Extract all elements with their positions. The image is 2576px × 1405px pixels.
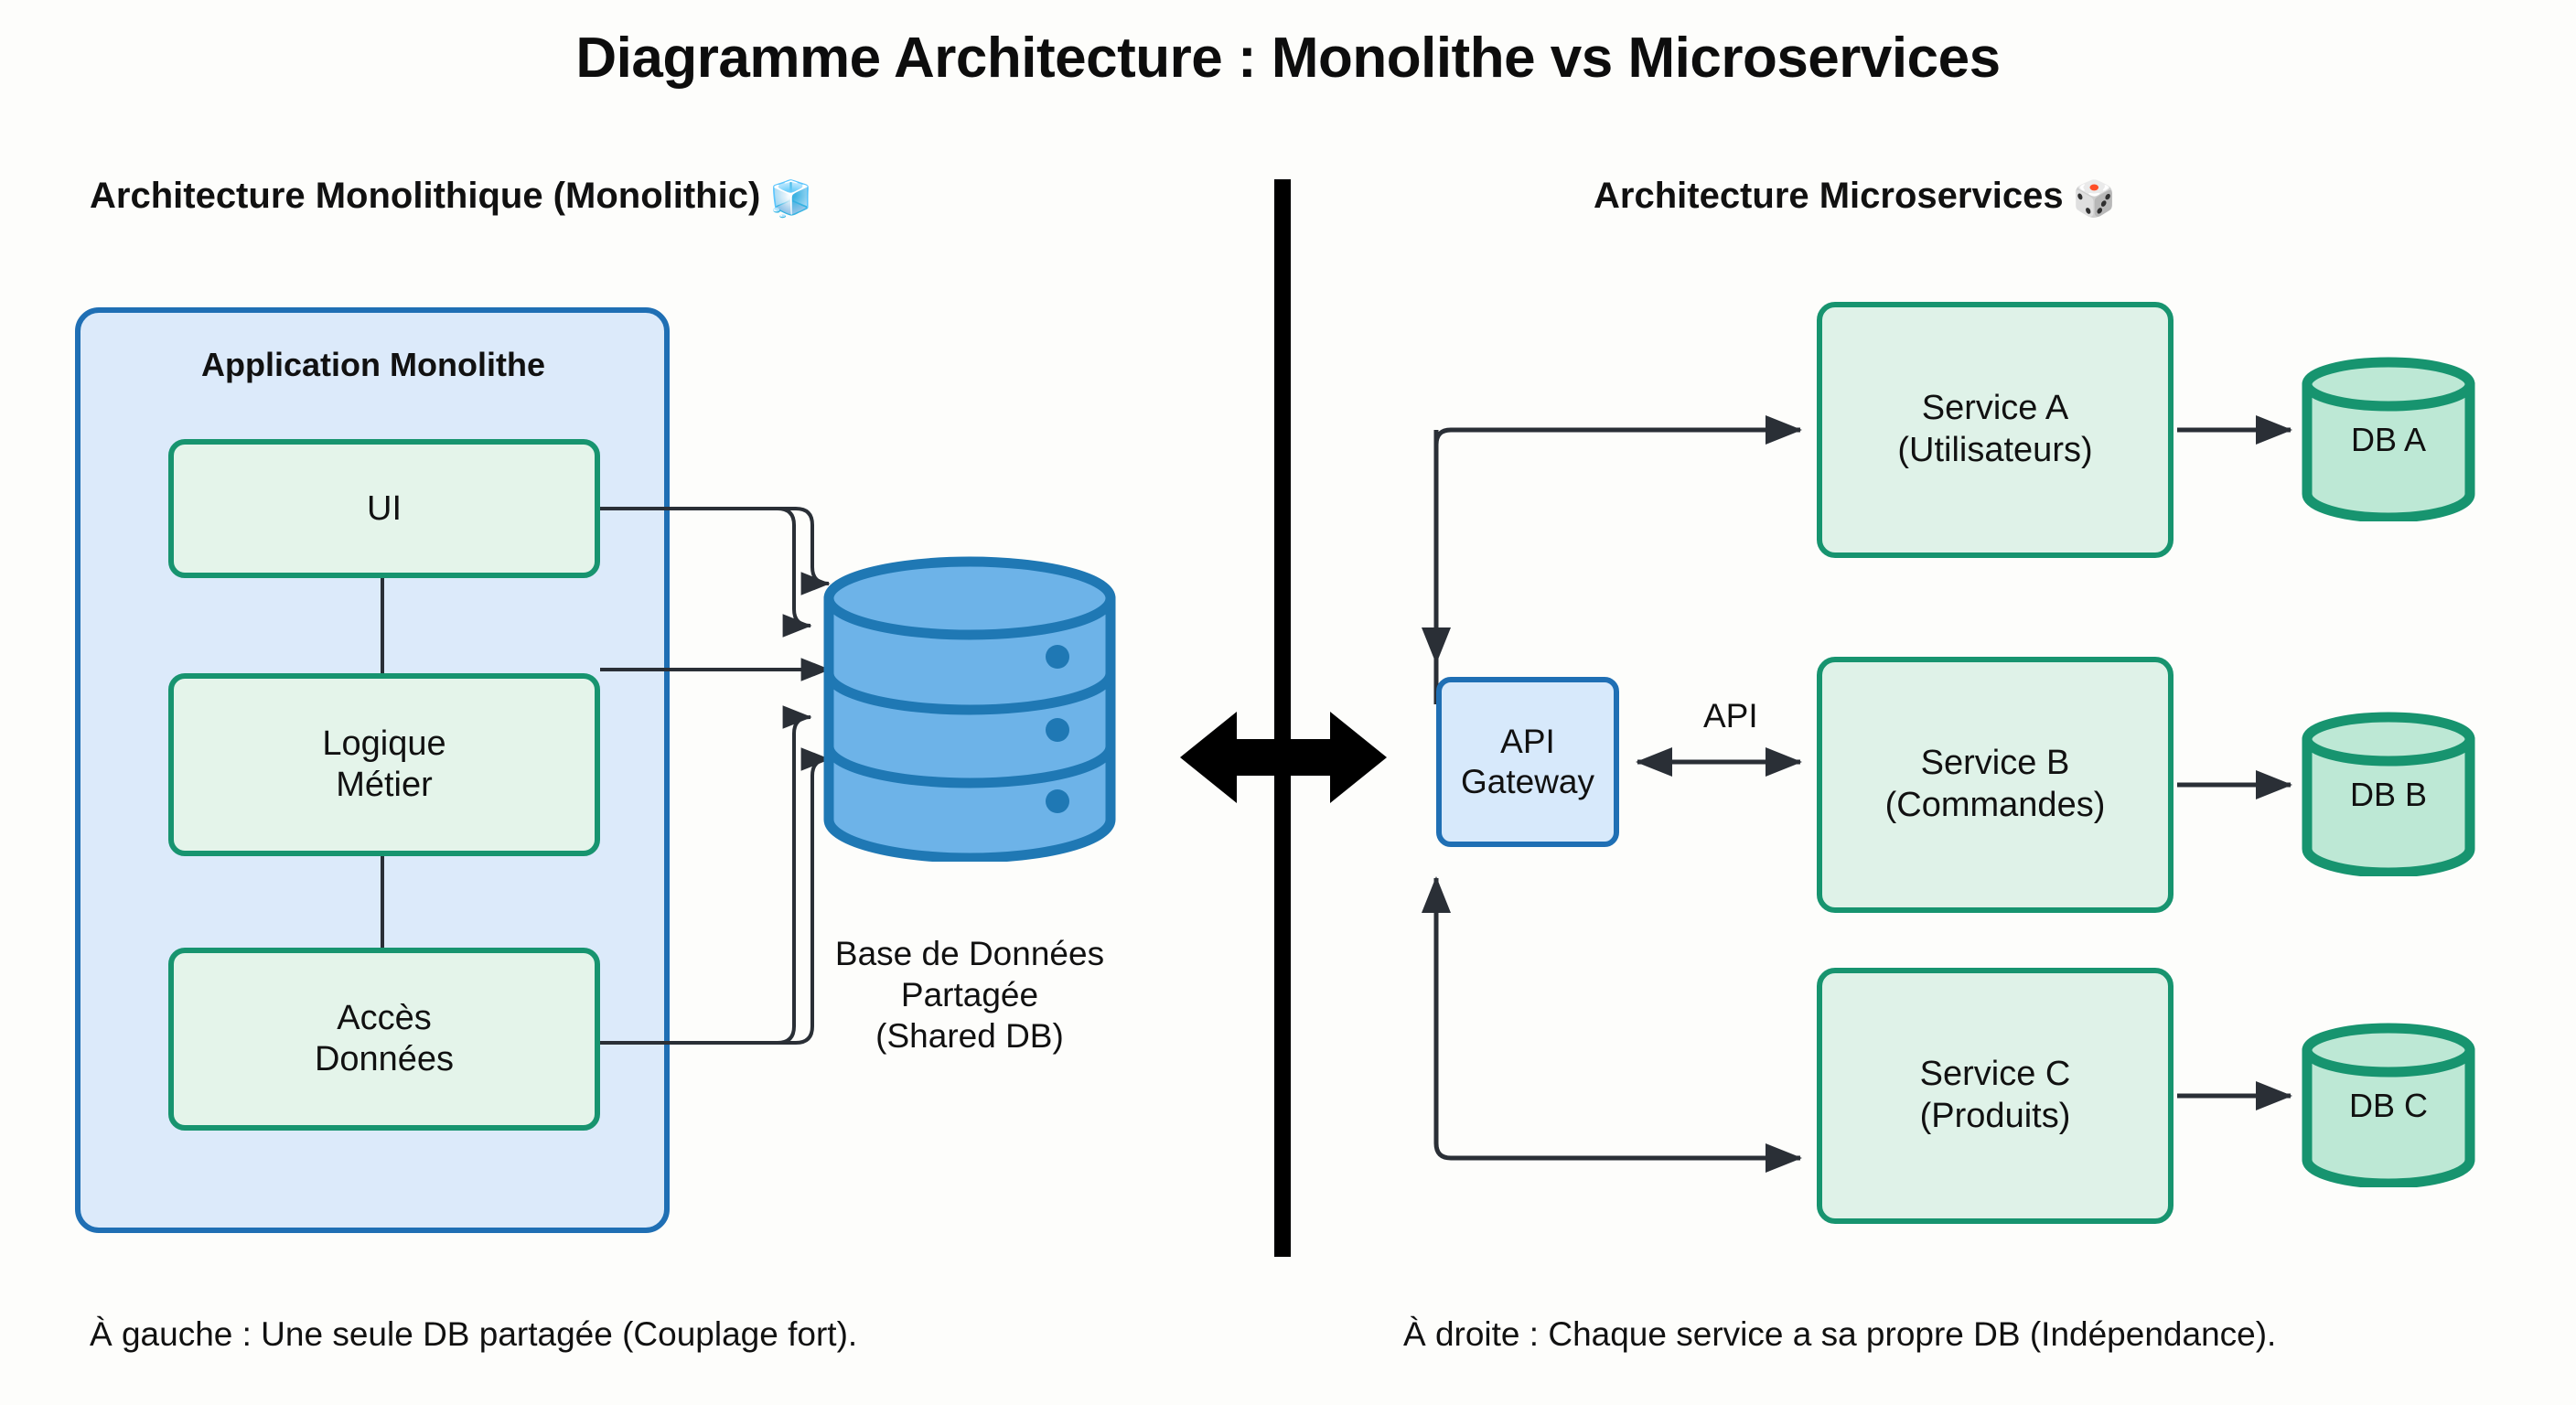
service-a-database-label: DB A — [2350, 421, 2427, 458]
shared-db-label-line2: Partagée — [900, 976, 1039, 1014]
service-c-label: Service C (Produits) — [1920, 1054, 2071, 1137]
service-b-label: Service B (Commandes) — [1885, 743, 2106, 826]
connector-ui-to-logic — [381, 578, 384, 673]
monolith-node-logic[interactable]: Logique Métier — [168, 673, 600, 856]
shared-db-label-line3: (Shared DB) — [875, 1017, 1064, 1056]
shared-database-label: Base de Données Partagée (Shared DB) — [787, 933, 1153, 1056]
service-b-database-label: DB B — [2349, 776, 2428, 813]
service-c-line2: (Produits) — [1919, 1097, 2071, 1135]
center-divider — [1274, 179, 1291, 1257]
dice-emoji: 🎲 — [2072, 180, 2116, 219]
service-c-database-label: DB C — [2348, 1087, 2428, 1124]
service-b-node[interactable]: Service B (Commandes) — [1817, 657, 2174, 913]
service-a-label: Service A (Utilisateurs) — [1897, 388, 2092, 471]
service-a-line1: Service A — [1921, 389, 2069, 428]
shared-database-cylinder — [823, 556, 1116, 862]
monolith-node-ui[interactable]: UI — [168, 439, 600, 578]
monolith-node-ui-label: UI — [367, 488, 402, 528]
service-a-node[interactable]: Service A (Utilisateurs) — [1817, 302, 2174, 558]
comparison-double-arrow-icon — [1180, 712, 1387, 803]
monolith-node-data-line2: Données — [314, 1040, 455, 1078]
api-edge-label: API — [1703, 697, 1758, 735]
left-panel-heading-text: Architecture Monolithique (Monolithic) — [90, 176, 761, 216]
service-a-database-cylinder — [2302, 357, 2475, 521]
right-footnote: À droite : Chaque service a sa propre DB… — [1403, 1315, 2277, 1353]
api-gateway-line1: API — [1500, 722, 1555, 760]
service-a-line2: (Utilisateurs) — [1897, 431, 2093, 469]
monolith-node-logic-line1: Logique — [322, 724, 446, 764]
connector-logic-to-data — [381, 856, 384, 948]
shared-db-label-line1: Base de Données — [834, 935, 1105, 972]
monolith-container-title: Application Monolithe — [201, 346, 545, 383]
monolith-node-logic-label: Logique Métier — [322, 724, 445, 806]
monolith-node-data-line1: Accès — [337, 999, 432, 1038]
left-footnote: À gauche : Une seule DB partagée (Coupla… — [90, 1315, 858, 1353]
right-panel-heading: Architecture Microservices🎲 — [1594, 176, 2116, 220]
api-gateway-label: API Gateway — [1461, 722, 1594, 803]
ice-cube-emoji: 🧊 — [769, 180, 813, 219]
monolith-to-shared-db-connectors — [600, 507, 831, 1045]
monolith-node-logic-line2: Métier — [336, 766, 433, 804]
left-panel-heading: Architecture Monolithique (Monolithic)🧊 — [90, 176, 813, 220]
service-c-database-cylinder — [2302, 1023, 2475, 1187]
api-gateway-line2: Gateway — [1460, 763, 1594, 800]
page-title: Diagramme Architecture : Monolithe vs Mi… — [575, 27, 2001, 90]
right-panel-heading-text: Architecture Microservices — [1594, 176, 2064, 216]
monolith-node-data-access[interactable]: Accès Données — [168, 948, 600, 1131]
service-b-line1: Service B — [1920, 744, 2070, 783]
service-b-database-cylinder — [2302, 712, 2475, 876]
api-gateway-node[interactable]: API Gateway — [1436, 677, 1619, 847]
service-b-line2: (Commandes) — [1884, 786, 2106, 824]
monolith-node-data-access-label: Accès Données — [315, 998, 454, 1080]
microservices-connectors — [1421, 414, 2293, 1173]
service-c-node[interactable]: Service C (Produits) — [1817, 968, 2174, 1224]
service-c-line1: Service C — [1919, 1055, 2071, 1094]
